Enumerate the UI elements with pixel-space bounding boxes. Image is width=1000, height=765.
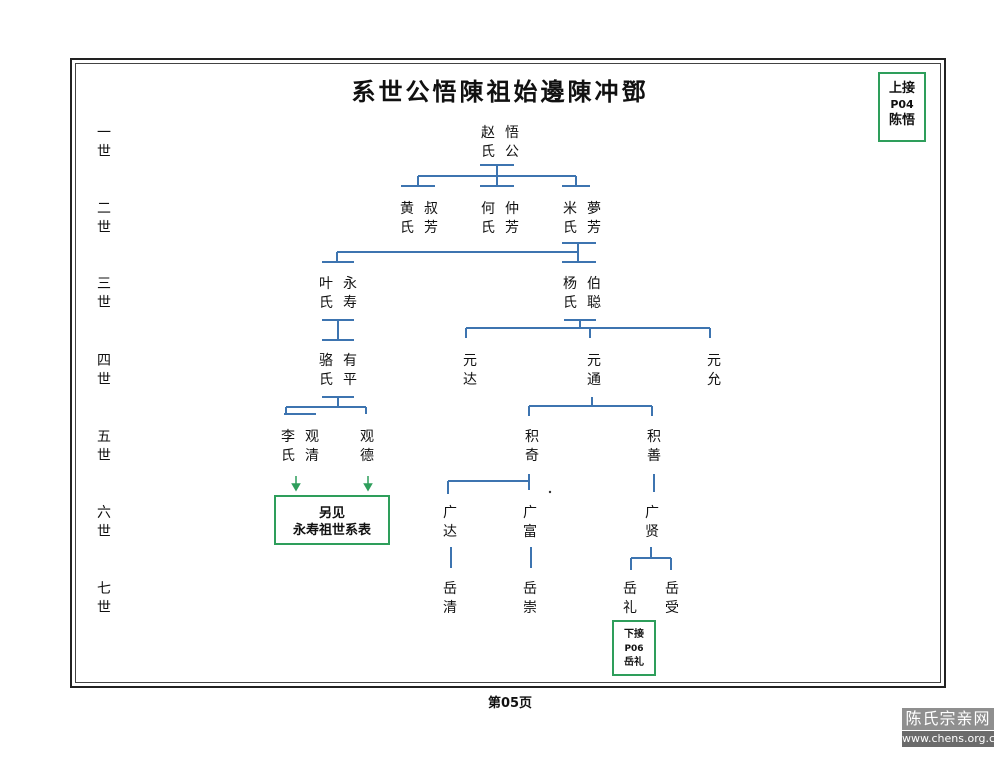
person-ji-shan: 积善 [647, 429, 661, 464]
person-bo-cong: 杨氏伯聪 [563, 276, 601, 311]
person-yuan-da: 元达 [463, 353, 477, 388]
generation-label-7: 七世 [97, 581, 111, 616]
person-meng-fang: 米氏夢芳 [563, 201, 601, 236]
ref-box-see-also: 另见 永寿祖世系表 [274, 495, 390, 545]
person-guang-fu: 广富 [523, 505, 537, 540]
person-yue-qing: 岳清 [443, 581, 457, 616]
person-zhong-fang: 何氏仲芳 [481, 201, 519, 236]
person-guang-xian: 广贤 [645, 505, 659, 540]
generation-label-4: 四世 [97, 353, 111, 388]
person-yue-shou: 岳受 [665, 581, 679, 616]
page-frame-outer [70, 58, 946, 688]
ref-box-previous-page: 上接 P04 陈悟 [878, 72, 926, 142]
generation-label-1: 一世 [97, 125, 111, 160]
person-yuan-yun: 元允 [707, 353, 721, 388]
person-yue-li: 岳礼 [623, 581, 637, 616]
person-ji-qi: 积奇 [525, 429, 539, 464]
person-shu-fang: 黄氏叔芳 [400, 201, 438, 236]
generation-label-5: 五世 [97, 429, 111, 464]
person-wu-gong: 赵氏悟公 [481, 125, 519, 160]
generation-label-6: 六世 [97, 505, 111, 540]
person-yue-chong: 岳崇 [523, 581, 537, 616]
watermark-site-name: 陈氏宗亲网 [902, 708, 994, 730]
person-yong-shou: 叶氏永寿 [319, 276, 357, 311]
person-guang-da: 广达 [443, 505, 457, 540]
generation-label-3: 三世 [97, 276, 111, 311]
page-number: 第05页 [487, 696, 533, 711]
page-frame-inner [75, 63, 941, 683]
person-yuan-tong: 元通 [587, 353, 601, 388]
ref-box-next-page: 下接 P06 岳礼 [612, 620, 656, 676]
generation-label-2: 二世 [97, 201, 111, 236]
page-title: 系世公悟陳祖始邊陳冲鄧 [351, 77, 649, 106]
person-you-ping: 骆氏有平 [319, 353, 357, 388]
person-guan-qing: 李氏观清 [281, 429, 319, 464]
person-guan-de: 观德 [360, 429, 374, 464]
watermark-url: www.chens.org.cn [902, 731, 1000, 747]
